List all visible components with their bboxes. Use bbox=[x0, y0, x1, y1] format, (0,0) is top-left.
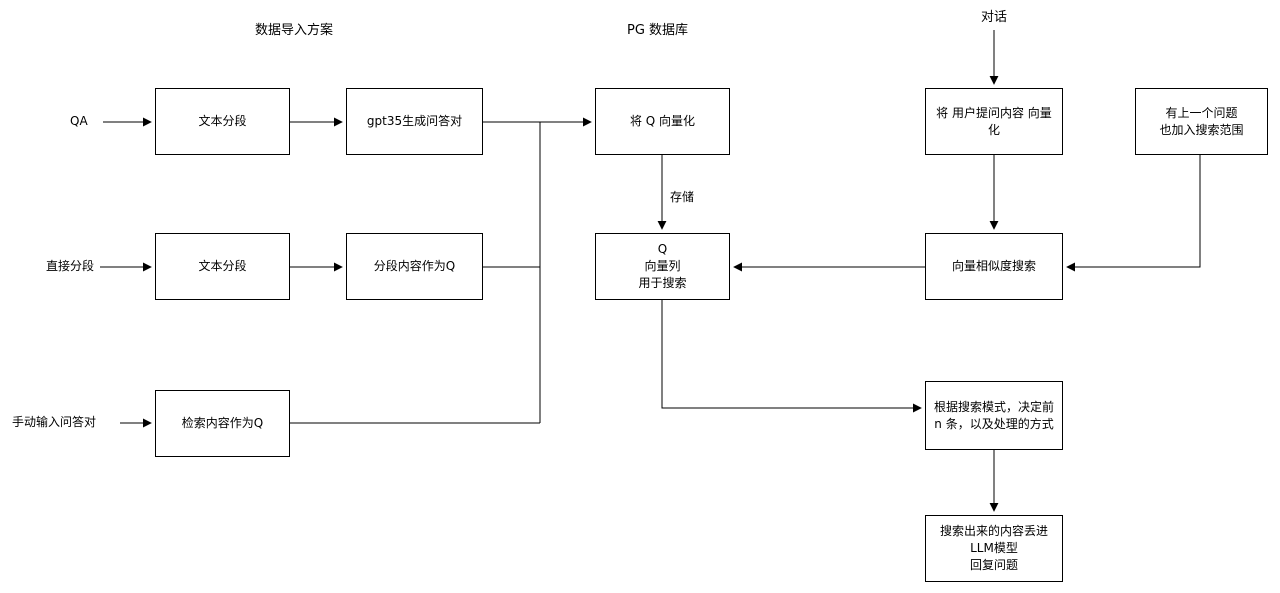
label-store: 存储 bbox=[670, 190, 695, 204]
node-include-previous-question: 有上一个问题 也加入搜索范围 bbox=[1135, 88, 1268, 155]
node-text-segment-1: 文本分段 bbox=[155, 88, 290, 155]
node-search-mode: 根据搜索模式，决定前 n 条，以及处理的方式 bbox=[925, 381, 1063, 450]
node-q-vector-column: Q 向量列 用于搜索 bbox=[595, 233, 730, 300]
section-title-pg-database: PG 数据库 bbox=[627, 23, 689, 38]
node-llm-answer: 搜索出来的内容丢进 LLM模型 回复问题 bbox=[925, 515, 1063, 582]
node-gpt35-generate-qa: gpt35生成问答对 bbox=[346, 88, 483, 155]
node-retrieval-as-q: 检索内容作为Q bbox=[155, 390, 290, 457]
node-vectorize-q: 将 Q 向量化 bbox=[595, 88, 730, 155]
section-title-dialog: 对话 bbox=[981, 10, 1008, 25]
node-vector-similarity-search: 向量相似度搜索 bbox=[925, 233, 1063, 300]
node-segment-as-q: 分段内容作为Q bbox=[346, 233, 483, 300]
label-manual-qa-input: 手动输入问答对 bbox=[12, 415, 97, 429]
node-vectorize-user-question: 将 用户提问内容 向量化 bbox=[925, 88, 1063, 155]
node-text-segment-2: 文本分段 bbox=[155, 233, 290, 300]
label-qa: QA bbox=[70, 114, 88, 128]
label-direct-segment: 直接分段 bbox=[46, 259, 95, 273]
section-title-data-import: 数据导入方案 bbox=[255, 23, 334, 38]
